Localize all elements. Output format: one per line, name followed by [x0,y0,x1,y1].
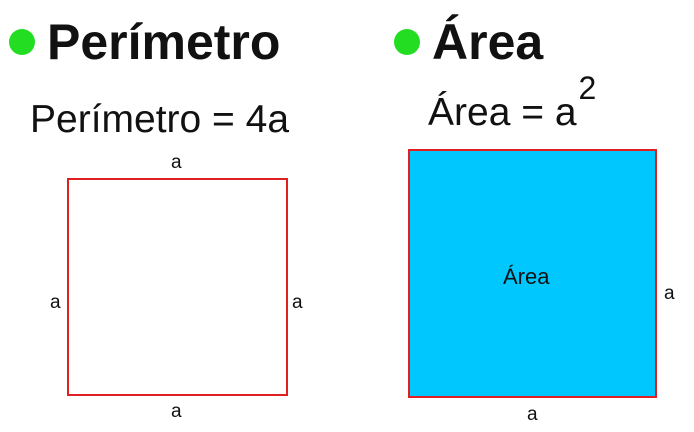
perimeter-label-bottom: a [171,401,182,422]
area-square [408,149,657,398]
area-formula-base: Área = a [428,91,577,134]
area-formula: Área = a2 [428,72,596,134]
area-center-label: Área [503,264,550,289]
area-formula-exponent: 2 [578,70,597,106]
perimeter-label-right: a [292,292,303,313]
bullet-perimeter [9,29,35,55]
perimeter-formula: Perímetro = 4a [30,98,290,141]
area-label-right: a [664,283,675,304]
perimeter-label-left: a [50,292,61,313]
perimeter-heading: Perímetro [47,14,281,70]
area-heading: Área [432,14,544,70]
perimeter-square [67,178,288,396]
area-label-bottom: a [527,404,538,425]
perimeter-label-top: a [171,152,182,173]
bullet-area [394,29,420,55]
